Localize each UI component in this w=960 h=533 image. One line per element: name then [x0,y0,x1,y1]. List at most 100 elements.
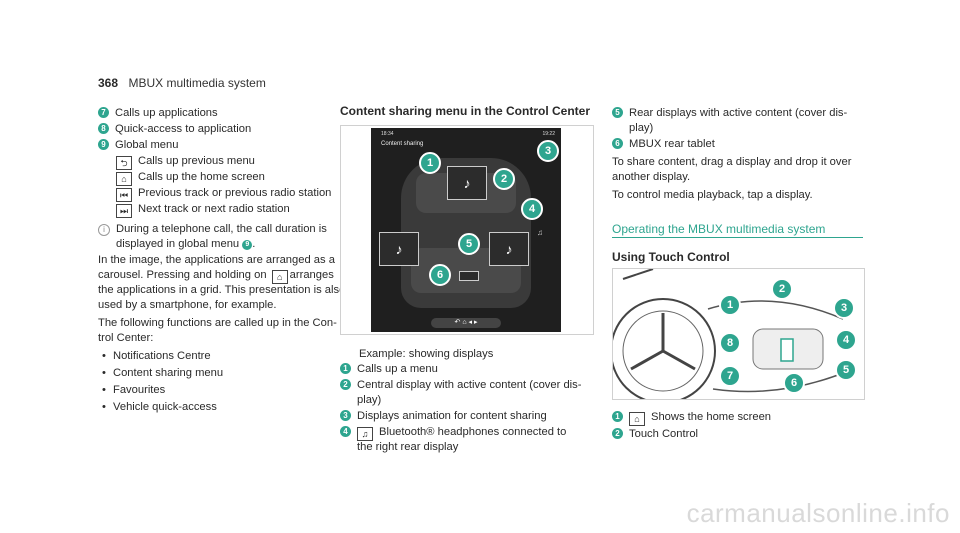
sub-item-text: Calls up the home screen [138,171,265,183]
paragraph-line: To share content, drag a display and dro… [612,156,852,168]
callout-number: 6 [612,138,623,149]
list-item-text: Shows the home screen [651,411,772,423]
callout-number: 9 [242,240,253,250]
figure-callout-6: 6 [429,264,451,286]
list-item-text: play) [357,394,382,406]
note: i During a telephone call, the call durat… [98,222,327,237]
note-text: . [252,238,256,250]
screen-title: Content sharing [381,141,423,147]
paragraph-line: trol Center: [98,332,154,344]
list-item-text: Bluetooth® headphones connected to [379,426,567,438]
list-item-text: Quick-access to application [115,123,252,135]
status-bar: 18:34 19:22 [371,128,561,140]
sub-item: ⏮ Previous track or previous radio statio… [116,186,331,202]
paragraph-text: carousel. Pressing and holding on [98,269,267,281]
list-item: 4 ♫ Bluetooth® headphones connected to [340,425,566,441]
list-item: 6 MBUX rear tablet [612,137,715,152]
headphones-icon: ♫ [537,228,543,237]
info-icon: i [98,224,110,236]
note-text: displayed in global menu [116,238,240,250]
figure-callout-5: 5 [458,233,480,255]
rear-screen: 18:34 19:22 Content sharing ♪ ♪ ♪ ♫ ↶ ⌂ … [371,128,561,332]
list-item-text: the right rear display [357,441,459,453]
list-item-text: Displays animation for content sharing [357,410,547,422]
figure-callout-7: 7 [719,365,741,387]
section-link[interactable]: Operating the MBUX multimedia system [612,222,826,236]
screen-bottom-bar: ↶ ⌂ ◂ ▸ [431,318,501,328]
sub-item-text: Previous track or previous radio station [138,187,332,199]
bullet-item: Vehicle quick-access [102,400,217,415]
list-item: 8 Quick-access to application [98,122,251,137]
status-time: 18:34 [381,131,394,137]
figure-callout-5: 5 [835,359,857,381]
sub-item-text: Next track or next radio station [138,203,290,215]
callout-number: 1 [612,411,623,422]
paragraph-line: To control media playback, tap a display… [612,189,813,201]
list-item: 3 Displays animation for content sharing [340,409,547,424]
rear-display-left-tile: ♪ [379,232,419,266]
figure-caption: Example: showing displays [359,348,494,360]
list-item: 2 Touch Control [612,427,698,442]
figure-callout-3: 3 [833,297,855,319]
callout-number: 5 [612,107,623,118]
figure-callout-3: 3 [537,140,559,162]
sub-item: ⏭ Next track or next radio station [116,202,290,218]
paragraph-line: another display. [612,171,691,183]
list-item: 2 Central display with active content (co… [340,378,581,393]
paragraph-line: In the image, the applications are arran… [98,254,335,266]
next-track-icon: ⏭ [116,204,132,218]
page-header-title: MBUX multimedia system [128,76,266,90]
figure-callout-1: 1 [719,294,741,316]
screen-title-text: Content sharing [381,141,424,147]
central-display-tile: ♪ [447,166,487,200]
callout-number: 3 [340,410,351,421]
callout-number: 9 [98,139,109,150]
previous-track-icon: ⏮ [116,188,132,202]
page-number: 368 [98,76,119,90]
section-divider [612,237,863,238]
list-item: 9 Global menu [98,138,178,153]
home-icon: ⌂ [116,172,132,186]
bluetooth-headphones-icon: ♫ [357,427,373,441]
list-item: 1 ⌂ Shows the home screen [612,410,771,426]
sub-item: ⌂ Calls up the home screen [116,170,265,186]
figure-callout-1: 1 [419,152,441,174]
subsection-heading: Using Touch Control [612,250,730,264]
callout-number: 1 [340,363,351,374]
callout-number: 4 [340,426,351,437]
figure-callout-4: 4 [521,198,543,220]
paragraph-line: carousel. Pressing and holding on ⌂arran… [98,268,334,284]
list-item: 1 Calls up a menu [340,362,438,377]
content-sharing-figure: 18:34 19:22 Content sharing ♪ ♪ ♪ ♫ ↶ ⌂ … [340,125,594,335]
list-item-text: MBUX rear tablet [629,138,715,150]
bullet-item: Notifications Centre [102,349,211,364]
callout-number: 8 [98,123,109,134]
home-icon: ⌂ [629,412,645,426]
paragraph-line: The following functions are called up in… [98,317,337,329]
list-item-text: Calls up a menu [357,363,438,375]
rear-tablet-tile [459,271,479,281]
watermark: carmanualsonline.info [686,498,950,528]
figure-callout-6: 6 [783,372,805,394]
touch-control-figure: 1 2 3 4 5 6 7 8 [612,268,865,400]
callout-number: 2 [340,379,351,390]
back-arrow-icon: ⮌ [116,156,132,170]
list-item-text: Central display with active content (cov… [357,379,582,391]
callout-number: 2 [612,428,623,439]
paragraph-line: used by a smartphone, for example. [98,299,277,311]
paragraph-line: the applications in a grid. This present… [98,284,346,296]
sub-item-text: Calls up previous menu [138,155,255,167]
bullet-item: Favourites [102,383,165,398]
bullet-item: Content sharing menu [102,366,223,381]
list-item-text: Global menu [115,139,179,151]
sub-item: ⮌ Calls up previous menu [116,154,255,170]
note-text: During a telephone call, the call durati… [116,223,327,235]
list-item-text: Calls up applications [115,107,218,119]
figure-callout-2: 2 [771,278,793,300]
steering-wheel-graphic [613,269,854,399]
list-item-text: Touch Control [629,428,699,440]
paragraph-text: arranges [289,269,334,281]
list-item-text: play) [629,122,654,134]
